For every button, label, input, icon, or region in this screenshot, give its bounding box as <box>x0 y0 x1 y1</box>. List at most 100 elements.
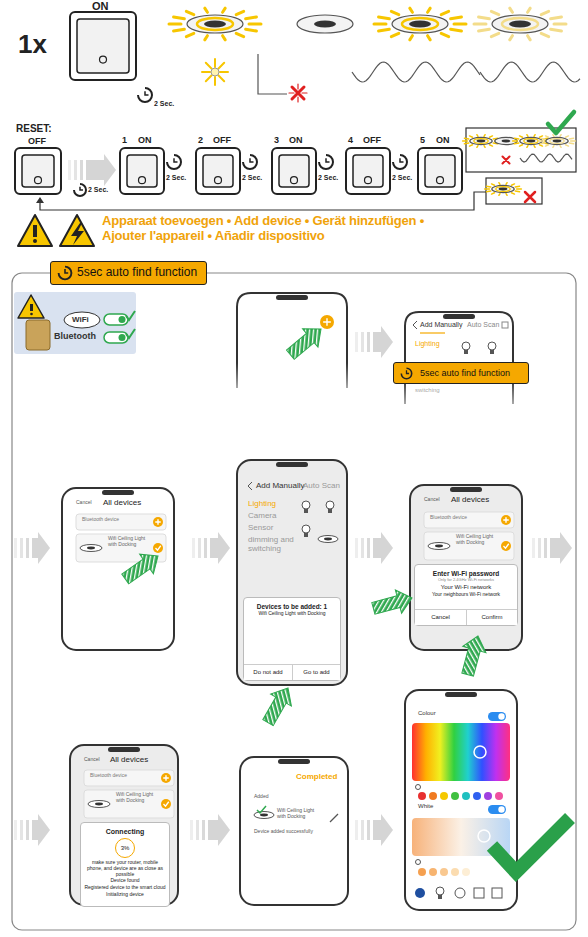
screen-tab: Auto Scan <box>303 481 340 490</box>
lamp-disc <box>409 21 431 28</box>
light-ray <box>451 17 462 19</box>
toggle <box>488 805 506 814</box>
phone-body <box>405 690 517 910</box>
light-ray <box>551 17 562 19</box>
light-ray <box>520 136 523 137</box>
light-ray <box>205 36 208 40</box>
leader-line <box>258 54 287 94</box>
pointer-arrow <box>258 682 299 729</box>
light-ray <box>474 23 486 26</box>
plus-sign <box>155 519 161 525</box>
screen-button: Cancel <box>424 497 440 503</box>
node-text: Connecting <box>84 828 166 836</box>
plus-sign <box>323 318 331 326</box>
back-chevron <box>413 321 417 329</box>
light-ray <box>540 142 544 144</box>
arrow-head <box>208 814 230 846</box>
lamp-glow <box>402 18 438 30</box>
category-item: switching <box>415 387 440 394</box>
arrow-bar <box>80 160 83 180</box>
colour-preset <box>484 792 492 800</box>
phone-notch <box>450 487 482 492</box>
node-text: Your Wi-Fi network <box>418 584 514 591</box>
phone-body <box>62 488 174 650</box>
arrow-head <box>32 532 50 564</box>
screen-button: Cancel <box>84 757 100 763</box>
exclamation-bar <box>33 225 37 237</box>
light-ray <box>571 140 576 142</box>
clock-icon <box>167 155 181 169</box>
plus-sign <box>163 775 169 781</box>
light-ray <box>174 17 185 19</box>
node-text: make sure your router, mobile phone, and… <box>84 860 166 877</box>
light-ray <box>511 193 514 194</box>
dialog-button: Confirm <box>466 609 517 625</box>
category-item: dimming and switching <box>248 535 294 553</box>
clock-hands <box>326 158 330 162</box>
clock-icon <box>138 88 152 102</box>
wifi-label: WiFi <box>72 315 89 324</box>
arrow-bar <box>192 538 195 558</box>
select-button <box>161 799 171 809</box>
device-name: Wifi Ceiling Light with Docking <box>456 534 494 546</box>
check-sign <box>164 802 169 807</box>
white-picker <box>478 830 490 842</box>
lamp-disc <box>509 21 531 28</box>
switch-rocker <box>127 155 157 187</box>
schedule-icon <box>474 888 484 898</box>
arrow-bar <box>361 332 364 352</box>
clock-hands <box>80 187 83 190</box>
light-ray <box>410 8 413 12</box>
button-label: Confirm <box>481 614 502 621</box>
light-ray <box>410 36 413 40</box>
requirement-badge <box>14 292 136 354</box>
light-ray <box>289 92 294 93</box>
switch-dot <box>365 177 372 184</box>
arrow-head <box>373 326 393 358</box>
rocker-switch <box>196 148 240 194</box>
phone-icon <box>26 320 50 350</box>
bulb-base <box>438 895 442 899</box>
brightness-icon <box>416 860 421 865</box>
step-arrow <box>190 814 230 846</box>
screen-tab: Add Manually <box>256 481 304 490</box>
lamp-icon <box>254 812 274 819</box>
colour-preset <box>495 792 503 800</box>
switch-state: OFF <box>213 135 231 145</box>
lamp-disc <box>204 21 226 28</box>
bulb-base <box>304 533 308 537</box>
lamp-disc <box>499 188 508 191</box>
arrow-bar <box>355 538 358 558</box>
light-ray <box>499 194 500 196</box>
light-ray <box>246 29 257 31</box>
green-check <box>548 112 574 133</box>
node-text: 5sec auto find function <box>77 266 197 280</box>
light-ray <box>565 136 568 137</box>
colour-preset <box>473 792 481 800</box>
warning-triangle <box>18 215 52 246</box>
duration: 2 Sec. <box>166 174 186 182</box>
exclamation-bar <box>30 304 33 311</box>
light-ray <box>236 33 243 36</box>
device-name: Wifi Ceiling Light with Docking <box>108 536 146 548</box>
lamp-disc <box>260 814 268 817</box>
arrow-head <box>373 532 393 564</box>
switch-plate <box>272 148 316 194</box>
light-ray <box>202 71 210 73</box>
confirm-dialog: Do not addGo to addDevices to be added: … <box>243 597 341 681</box>
smartphone <box>62 488 174 650</box>
plus-sign <box>503 517 509 523</box>
light-ray <box>527 135 528 137</box>
ceiling-lamp <box>546 137 568 144</box>
colour-preset <box>418 792 426 800</box>
light-ray <box>506 183 507 185</box>
step-number: 3 <box>274 135 279 145</box>
light-ray <box>223 36 226 40</box>
light-ray <box>511 184 514 185</box>
light-ray <box>565 145 568 146</box>
smartphone <box>237 460 347 685</box>
node-text: Only for 2.4GHz Wi-Fi networks <box>418 578 514 583</box>
switch-plate <box>15 148 61 194</box>
light-ray <box>391 11 398 14</box>
add-button <box>501 515 511 525</box>
